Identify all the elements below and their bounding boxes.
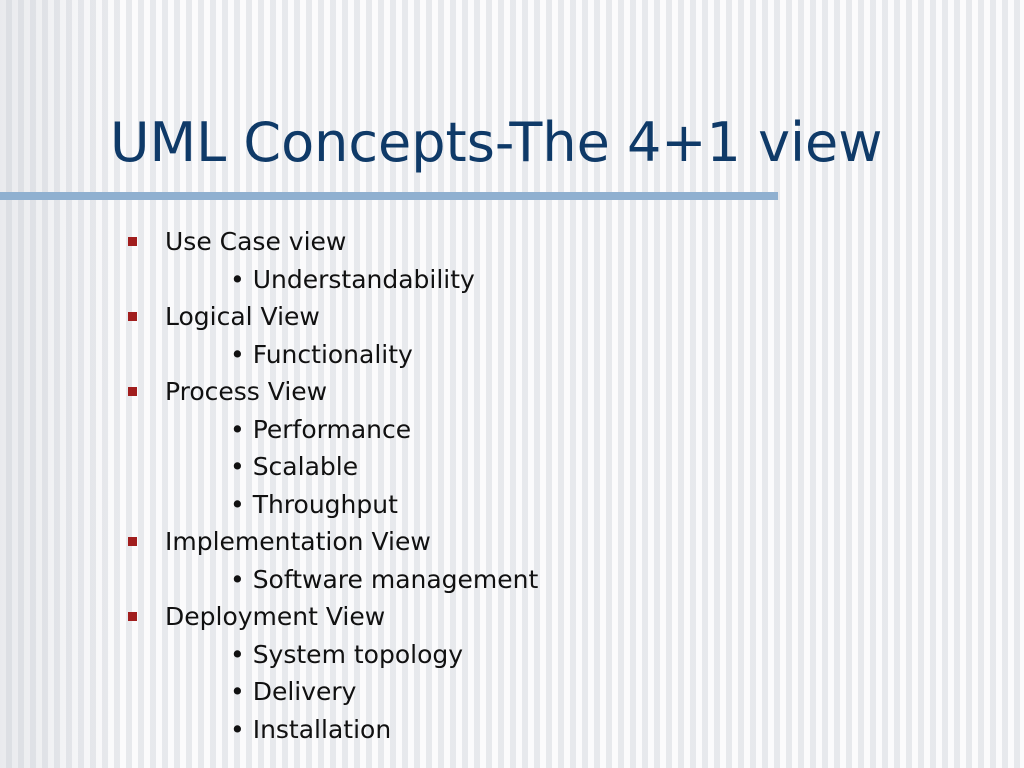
sub-bullet-item: • System topology (0, 636, 1024, 674)
bullet-list: Use Case view • Understandability Logica… (0, 223, 1024, 748)
sub-bullet-label: • Performance (230, 414, 412, 444)
bullet-label: Use Case view (165, 227, 347, 256)
sub-bullet-label: • Scalable (230, 452, 359, 481)
bullet-label: Process View (165, 377, 328, 406)
bullet-item: Logical View (0, 298, 1024, 336)
sub-bullet-label: • System topology (230, 639, 464, 669)
title-underline (0, 192, 778, 200)
sub-bullet-item: • Functionality (0, 336, 1024, 374)
sub-bullet-item: • Delivery (0, 673, 1024, 711)
sub-bullet-label: • Functionality (230, 339, 413, 369)
sub-bullet-label: • Delivery (230, 677, 357, 706)
bullet-item: Implementation View (0, 523, 1024, 561)
square-bullet-icon (128, 612, 137, 621)
sub-bullet-label: • Throughput (230, 489, 398, 519)
sub-bullet-label: • Understandability (230, 264, 475, 294)
sub-bullet-item: • Software management (0, 561, 1024, 599)
square-bullet-icon (128, 537, 137, 546)
square-bullet-icon (128, 237, 137, 246)
sub-bullet-label: • Software management (230, 564, 539, 594)
bullet-label: Deployment View (165, 602, 386, 631)
sub-bullet-item: • Understandability (0, 261, 1024, 299)
bullet-item: Deployment View (0, 598, 1024, 636)
bullet-label: Logical View (165, 302, 320, 331)
slide-title: UML Concepts-The 4+1 view (110, 111, 883, 174)
sub-bullet-item: • Scalable (0, 448, 1024, 486)
sub-bullet-item: • Throughput (0, 486, 1024, 524)
bullet-label: Implementation View (165, 527, 431, 556)
bullet-item: Process View (0, 373, 1024, 411)
background-stripes (0, 0, 120, 768)
sub-bullet-label: • Installation (230, 714, 392, 744)
sub-bullet-item: • Performance (0, 411, 1024, 449)
square-bullet-icon (128, 387, 137, 396)
square-bullet-icon (128, 312, 137, 321)
bullet-item: Use Case view (0, 223, 1024, 261)
sub-bullet-item: • Installation (0, 711, 1024, 749)
